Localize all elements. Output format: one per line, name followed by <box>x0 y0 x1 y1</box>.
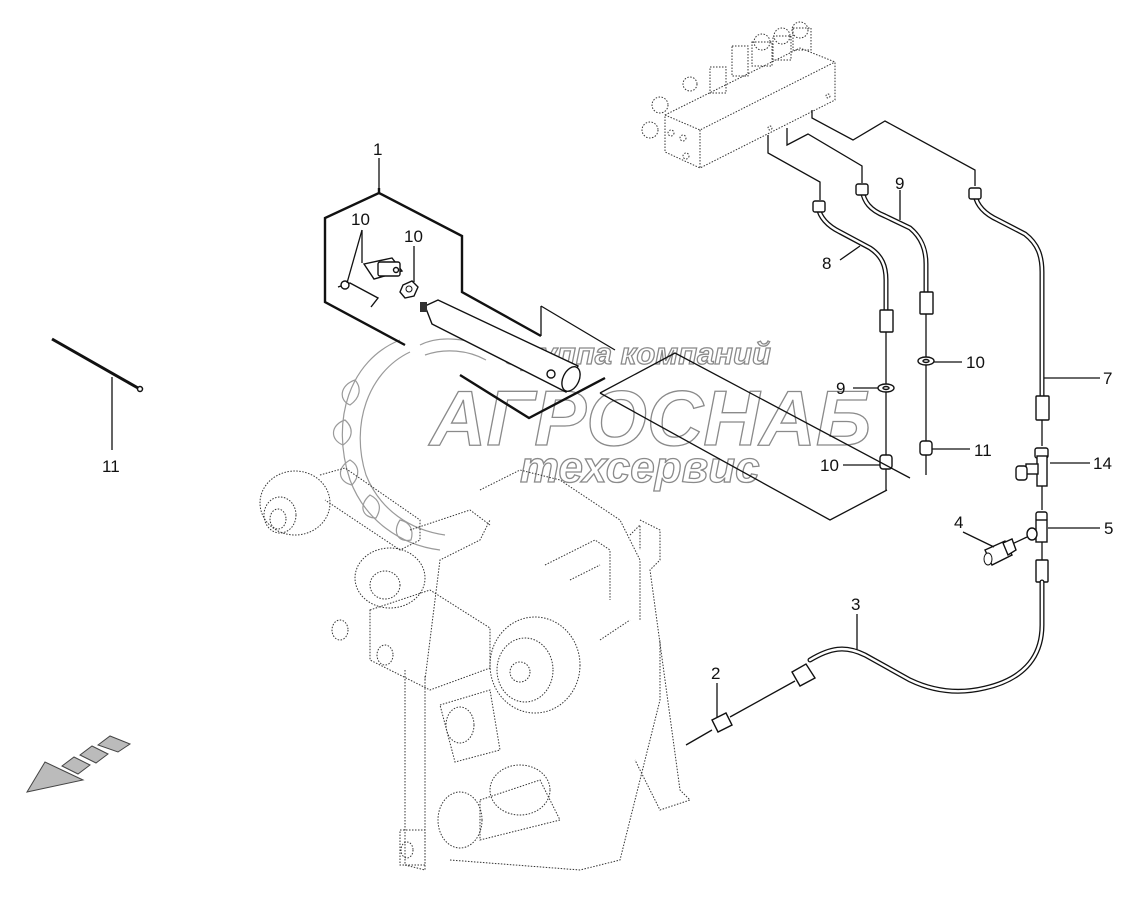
cylinder-11-12-parts <box>337 257 581 393</box>
callout-8b: 9 <box>895 174 904 193</box>
cylinder-kit-outline <box>323 188 911 521</box>
callout-13: 11 <box>102 457 120 476</box>
callout-10b: 11 <box>974 441 992 460</box>
direction-arrow-icon <box>25 735 132 793</box>
callout-14: 14 <box>1093 454 1112 473</box>
valve-block <box>641 21 836 169</box>
tee-fitting-14 <box>1015 447 1049 510</box>
union-2 <box>711 712 733 733</box>
callout-4: 4 <box>954 513 963 532</box>
watermark: группа компаний АГРОСНАБ техсервис <box>332 335 872 551</box>
callout-2: 2 <box>711 664 720 683</box>
pipe-3 <box>685 579 1045 746</box>
callout-1: 1 <box>373 140 382 159</box>
callout-8a: 8 <box>822 254 831 273</box>
pipe-8b <box>855 183 935 475</box>
callouts: 1 10 10 11 8 9 9 10 10 11 7 14 5 <box>102 140 1113 717</box>
tee-fitting-5 <box>1026 511 1049 583</box>
callout-12: 10 <box>351 210 370 229</box>
callout-11: 10 <box>404 227 423 246</box>
pipe-8a <box>812 200 895 490</box>
cable-tie-13 <box>51 337 144 450</box>
nut <box>812 200 826 213</box>
callout-9b: 10 <box>966 353 985 372</box>
callout-9a: 9 <box>836 379 845 398</box>
watermark-line3: техсервис <box>520 443 760 492</box>
valve-lines <box>767 110 976 200</box>
callout-5: 5 <box>1104 519 1113 538</box>
machine-body <box>259 467 691 871</box>
callout-10a: 10 <box>820 456 839 475</box>
callout-7: 7 <box>1103 369 1112 388</box>
union-10b <box>919 440 933 456</box>
pipe-7 <box>968 187 1050 446</box>
valve-4 <box>983 536 1028 566</box>
watermark-wreath-icon <box>332 338 491 551</box>
callout-3: 3 <box>851 595 860 614</box>
